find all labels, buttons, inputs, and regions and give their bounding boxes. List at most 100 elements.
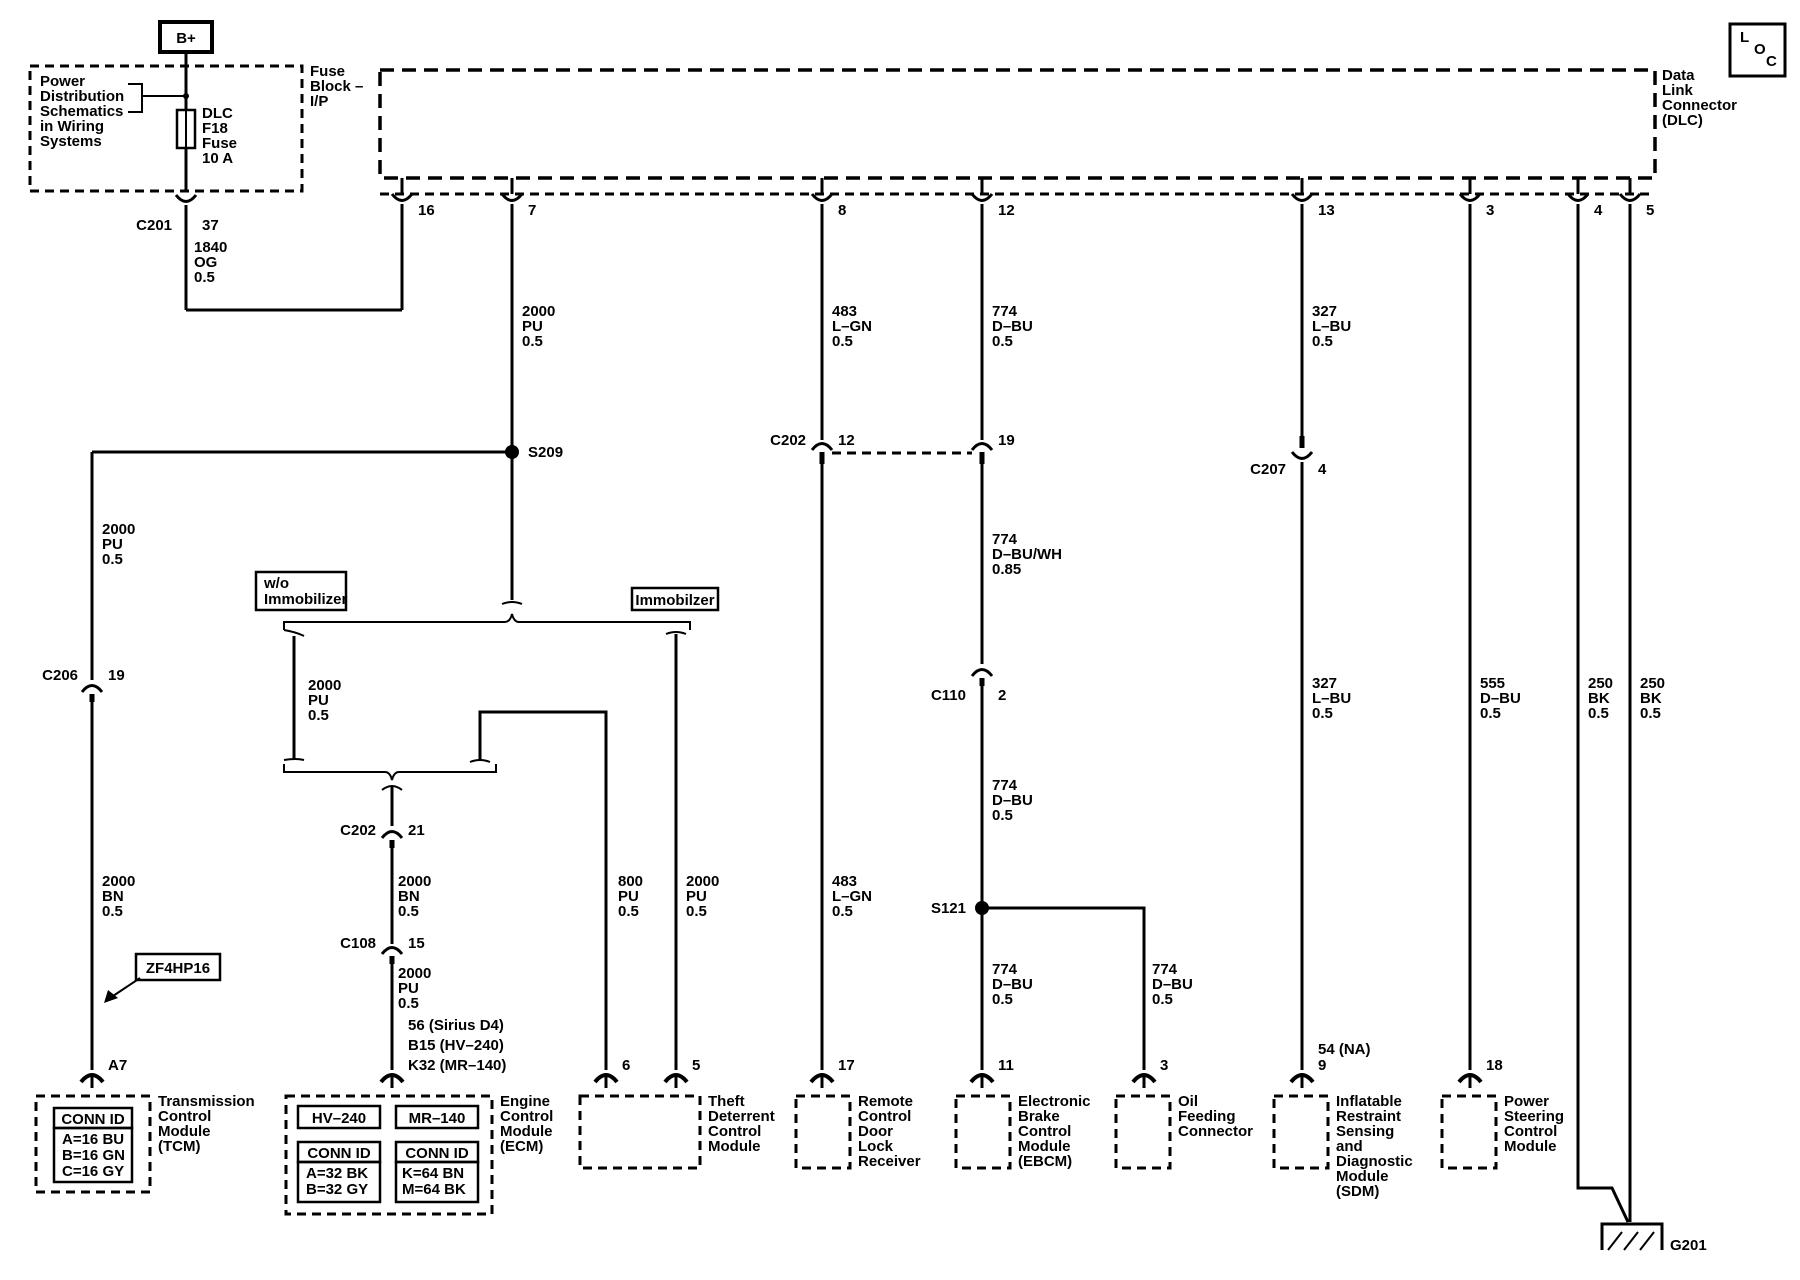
- svg-text:9: 9: [1318, 1057, 1326, 1074]
- svg-text:1840: 1840: [194, 239, 227, 256]
- svg-text:D–BU: D–BU: [1480, 690, 1521, 707]
- wire-774-d-bu-mid: 774 D–BU 0.5: [980, 686, 1033, 1070]
- svg-text:327: 327: [1312, 675, 1337, 692]
- svg-text:Electronic: Electronic: [1018, 1093, 1091, 1110]
- svg-text:Power: Power: [40, 73, 85, 90]
- svg-text:A=32 BK: A=32 BK: [306, 1165, 368, 1182]
- svg-text:21: 21: [408, 822, 425, 839]
- svg-text:A=16 BU: A=16 BU: [62, 1131, 124, 1148]
- svg-text:19: 19: [998, 432, 1015, 449]
- svg-text:D–BU: D–BU: [992, 318, 1033, 335]
- svg-text:3: 3: [1486, 202, 1494, 219]
- svg-text:250: 250: [1588, 675, 1613, 692]
- svg-text:0.5: 0.5: [1312, 705, 1333, 722]
- wire-774-d-bu-wh: 774 D–BU/WH 0.85: [980, 464, 1062, 664]
- battery-label-box: B+: [158, 20, 214, 54]
- svg-text:327: 327: [1312, 303, 1337, 320]
- svg-text:Power: Power: [1504, 1093, 1549, 1110]
- svg-text:774: 774: [992, 777, 1018, 794]
- svg-text:ZF4HP16: ZF4HP16: [146, 960, 210, 977]
- svg-text:250: 250: [1640, 675, 1665, 692]
- svg-text:2000: 2000: [308, 677, 341, 694]
- module-ecm: HV–240 MR–140 CONN ID A=32 BK B=32 GY CO…: [284, 1093, 553, 1216]
- svg-text:Brake: Brake: [1018, 1108, 1060, 1125]
- wire-2000-bn-tcm: 2000 BN 0.5: [90, 702, 135, 1070]
- svg-text:Module: Module: [500, 1123, 553, 1140]
- module-pscm: Power Steering Control Module: [1440, 1093, 1564, 1170]
- svg-text:2000: 2000: [102, 873, 135, 890]
- wire-555-d-bu: 555 D–BU 0.5: [1468, 204, 1521, 1070]
- wire-2000-pu-tcm: 2000 PU 0.5: [90, 450, 512, 680]
- svg-text:Connector: Connector: [1178, 1123, 1253, 1140]
- svg-text:B+: B+: [176, 30, 196, 47]
- svg-text:C202: C202: [770, 432, 806, 449]
- fuse-block-ip: Fuse Block – I/P: [28, 63, 363, 193]
- svg-text:B=16 GN: B=16 GN: [62, 1147, 125, 1164]
- svg-text:16: 16: [418, 202, 435, 219]
- svg-text:MR–140: MR–140: [409, 1110, 466, 1127]
- svg-text:0.5: 0.5: [398, 995, 419, 1012]
- svg-text:4: 4: [1594, 202, 1603, 219]
- svg-text:0.5: 0.5: [686, 903, 707, 920]
- svg-text:CONN ID: CONN ID: [307, 1145, 371, 1162]
- svg-text:0.5: 0.5: [1312, 333, 1333, 350]
- svg-text:12: 12: [838, 432, 855, 449]
- svg-text:Systems: Systems: [40, 133, 102, 150]
- wire-2000-pu-dlc: 2000 PU 0.5: [510, 204, 555, 600]
- svg-text:B=32 GY: B=32 GY: [306, 1181, 368, 1198]
- svg-text:Schematics: Schematics: [40, 103, 123, 120]
- svg-text:(ECM): (ECM): [500, 1138, 543, 1155]
- svg-text:L–GN: L–GN: [832, 318, 872, 335]
- svg-text:11: 11: [998, 1057, 1014, 1074]
- svg-text:I/P: I/P: [310, 93, 328, 110]
- svg-text:Control: Control: [500, 1108, 553, 1125]
- dlc-fuse-f18: DLC F18 Fuse 10 A: [175, 66, 237, 191]
- zf4hp16-note: ZF4HP16: [104, 952, 222, 1003]
- svg-text:(DLC): (DLC): [1662, 112, 1703, 129]
- svg-text:Oil: Oil: [1178, 1093, 1198, 1110]
- svg-text:(SDM): (SDM): [1336, 1183, 1379, 1200]
- svg-text:PU: PU: [398, 980, 419, 997]
- svg-text:0.5: 0.5: [618, 903, 639, 920]
- wire-774-ebcm: 774 D–BU 0.5: [992, 961, 1033, 1008]
- svg-text:CONN ID: CONN ID: [405, 1145, 469, 1162]
- svg-text:Control: Control: [1018, 1123, 1071, 1140]
- module-terminals: A7 6 5 17 11 3 54 (NA) 9 18: [79, 1041, 1503, 1088]
- svg-text:2000: 2000: [102, 521, 135, 538]
- svg-text:800: 800: [618, 873, 643, 890]
- svg-text:C207: C207: [1250, 461, 1286, 478]
- svg-text:S121: S121: [931, 900, 966, 917]
- svg-text:Distribution: Distribution: [40, 88, 124, 105]
- svg-text:Deterrent: Deterrent: [708, 1108, 775, 1125]
- svg-text:2000: 2000: [398, 873, 431, 890]
- wire-1840: 1840 OG 0.5: [184, 205, 402, 312]
- wire-250-bk-pin5: 250 BK 0.5: [1628, 204, 1665, 1222]
- wire-327-l-bu-low: 327 L–BU 0.5: [1300, 462, 1351, 1070]
- svg-text:Module: Module: [708, 1138, 761, 1155]
- svg-text:C202: C202: [340, 822, 376, 839]
- module-remote-door-lock: Remote Control Door Lock Receiver: [794, 1093, 921, 1170]
- svg-text:774: 774: [1152, 961, 1178, 978]
- svg-text:BK: BK: [1640, 690, 1662, 707]
- svg-text:4: 4: [1318, 461, 1327, 478]
- svg-text:PU: PU: [618, 888, 639, 905]
- svg-text:0.5: 0.5: [102, 903, 123, 920]
- svg-text:0.5: 0.5: [398, 903, 419, 920]
- svg-text:F18: F18: [202, 120, 228, 137]
- module-sdm: Inflatable Restraint Sensing and Diagnos…: [1272, 1093, 1413, 1200]
- svg-text:483: 483: [832, 873, 857, 890]
- svg-text:Module: Module: [1018, 1138, 1071, 1155]
- splice-s209: S209: [505, 444, 563, 461]
- svg-text:Engine: Engine: [500, 1093, 550, 1110]
- svg-text:(TCM): (TCM): [158, 1138, 200, 1155]
- ground-g201: G201: [1600, 1222, 1707, 1254]
- svg-text:Theft: Theft: [708, 1093, 745, 1110]
- svg-text:M=64 BK: M=64 BK: [402, 1181, 466, 1198]
- connector-c108: C108 15: [340, 935, 425, 964]
- svg-text:Diagnostic: Diagnostic: [1336, 1153, 1413, 1170]
- wire-2000-bn-ecm: 2000 BN 0.5: [390, 848, 431, 944]
- svg-text:17: 17: [838, 1057, 855, 1074]
- svg-text:5: 5: [692, 1057, 700, 1074]
- option-immobilizer: Immobilzer: [630, 586, 720, 612]
